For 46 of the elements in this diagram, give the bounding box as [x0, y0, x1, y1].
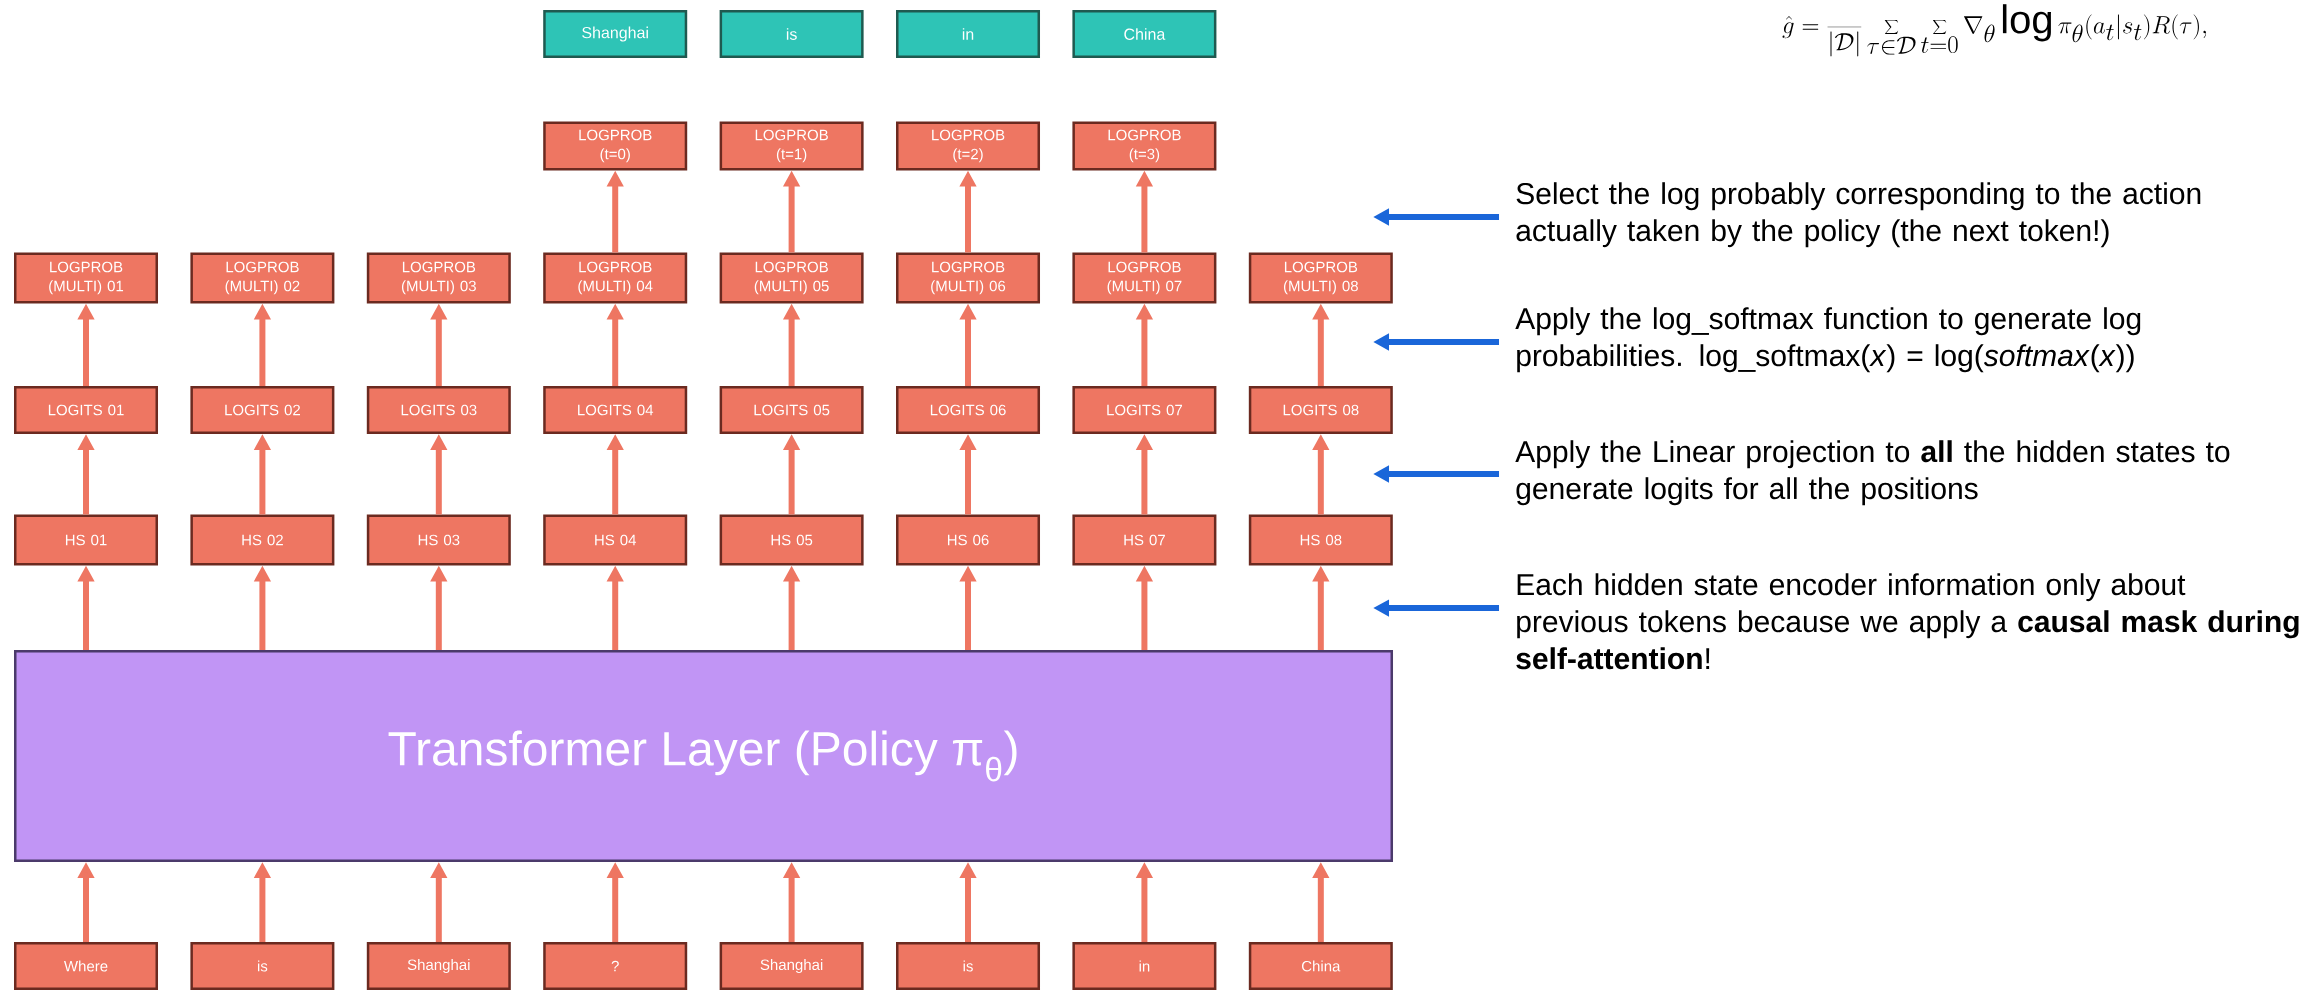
process-box: LOGPROB (MULTI) 07 — [1072, 252, 1217, 304]
process-box: LOGPROB (MULTI) 08 — [1248, 252, 1393, 304]
process-box: LOGPROB (MULTI) 03 — [366, 252, 511, 304]
token-box: Shanghai — [543, 10, 688, 58]
process-box: LOGITS 05 — [719, 386, 864, 434]
process-box: LOGITS 06 — [896, 386, 1040, 434]
process-box: LOGPROB (MULTI) 05 — [719, 252, 864, 304]
process-box: Where — [14, 942, 158, 990]
process-box: LOGPROB (MULTI) 01 — [14, 252, 158, 304]
process-box: LOGITS 07 — [1072, 386, 1217, 434]
process-box: LOGITS 01 — [14, 386, 158, 434]
process-box: HS 01 — [14, 514, 158, 566]
process-box: LOGPROB (t=1) — [719, 121, 864, 171]
annotation-text: Apply the Linear projection to all the hidden states to generate logits for all the positions — [1515, 440, 2230, 506]
process-box: in — [1072, 942, 1217, 990]
process-box: is — [190, 942, 335, 990]
annotation-text: Each hidden state encoder information only about previous tokens because we apply a causal mask during self-attention! — [1516, 573, 2299, 670]
annotation-text: Select the log probably corresponding to the action actually taken by the policy (the next token!) — [1516, 182, 2201, 248]
token-box: China — [1072, 10, 1217, 58]
process-box: LOGPROB (t=3) — [1072, 121, 1217, 171]
process-box: HS 08 — [1248, 514, 1393, 566]
process-box: LOGPROB (t=0) — [543, 121, 688, 171]
process-box: Shanghai — [719, 942, 864, 990]
token-box: in — [896, 10, 1040, 58]
token-box: is — [719, 10, 864, 58]
process-box: HS 07 — [1072, 514, 1217, 566]
process-box: China — [1248, 942, 1393, 990]
process-box: LOGPROB (MULTI) 06 — [896, 252, 1040, 304]
process-box: ? — [543, 942, 688, 990]
process-box: LOGITS 04 — [543, 386, 688, 434]
process-box: LOGITS 03 — [366, 386, 511, 434]
process-box: HS 03 — [366, 514, 511, 566]
process-box: LOGITS 08 — [1248, 386, 1393, 434]
transformer-block: Transformer Layer (Policy π$_{θ}$) — [14, 650, 1393, 862]
process-box: LOGITS 02 — [190, 386, 335, 434]
process-box: HS 06 — [896, 514, 1040, 566]
process-box: LOGPROB (MULTI) 04 — [543, 252, 688, 304]
process-box: is — [896, 942, 1040, 990]
process-box: LOGPROB (t=2) — [896, 121, 1040, 171]
process-box: HS 05 — [719, 514, 864, 566]
process-box: Shanghai — [366, 942, 511, 990]
process-box: HS 04 — [543, 514, 688, 566]
process-box: HS 02 — [190, 514, 335, 566]
process-box: LOGPROB (MULTI) 02 — [190, 252, 335, 304]
annotation-text: Apply the log_softmax function to generate log probabilities. log_softmax(x) = log(softmax(x)) — [1515, 307, 2141, 373]
formula: $\hat{g} = \frac{}{|\mathcal{D}|}\sum_{\tau\in\mathcal{D}}\sum_{t=0}\nabla_\theta \log\pi_\theta(a_t|s_t)R(\tau),$ — [1782, 4, 2207, 57]
